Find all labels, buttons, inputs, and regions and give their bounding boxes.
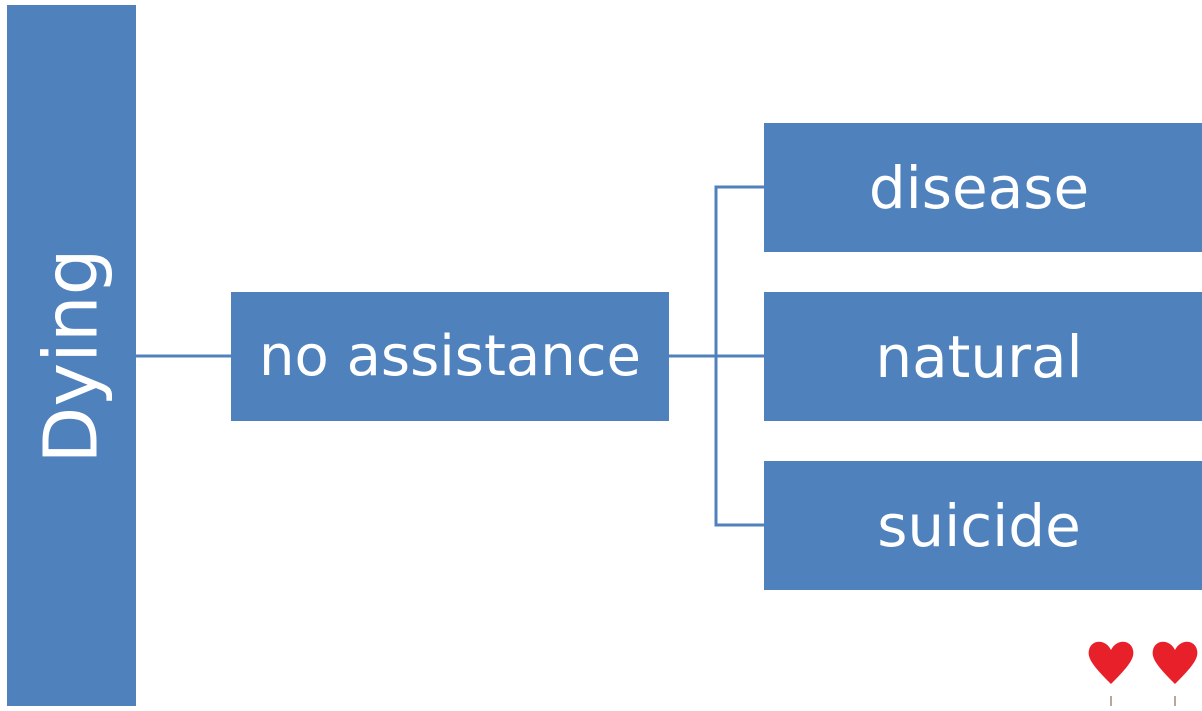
leaf-node-natural: natural bbox=[764, 292, 1202, 421]
root-node-dying: Dying bbox=[7, 5, 136, 706]
leaf-node-label: disease bbox=[868, 153, 1090, 222]
leaf-node-suicide: suicide bbox=[764, 461, 1202, 590]
heart-icon bbox=[1088, 641, 1134, 706]
node-no-assistance: no assistance bbox=[231, 292, 669, 421]
hearts-icon bbox=[1088, 641, 1198, 706]
heart-icon bbox=[1152, 641, 1198, 706]
leaf-node-label: natural bbox=[875, 322, 1083, 391]
leaf-node-disease: disease bbox=[764, 123, 1202, 252]
root-node-label: Dying bbox=[28, 247, 115, 464]
node-no-assistance-label: no assistance bbox=[259, 324, 641, 389]
branch-bracket-line bbox=[714, 185, 764, 527]
leaf-node-label: suicide bbox=[877, 491, 1081, 560]
